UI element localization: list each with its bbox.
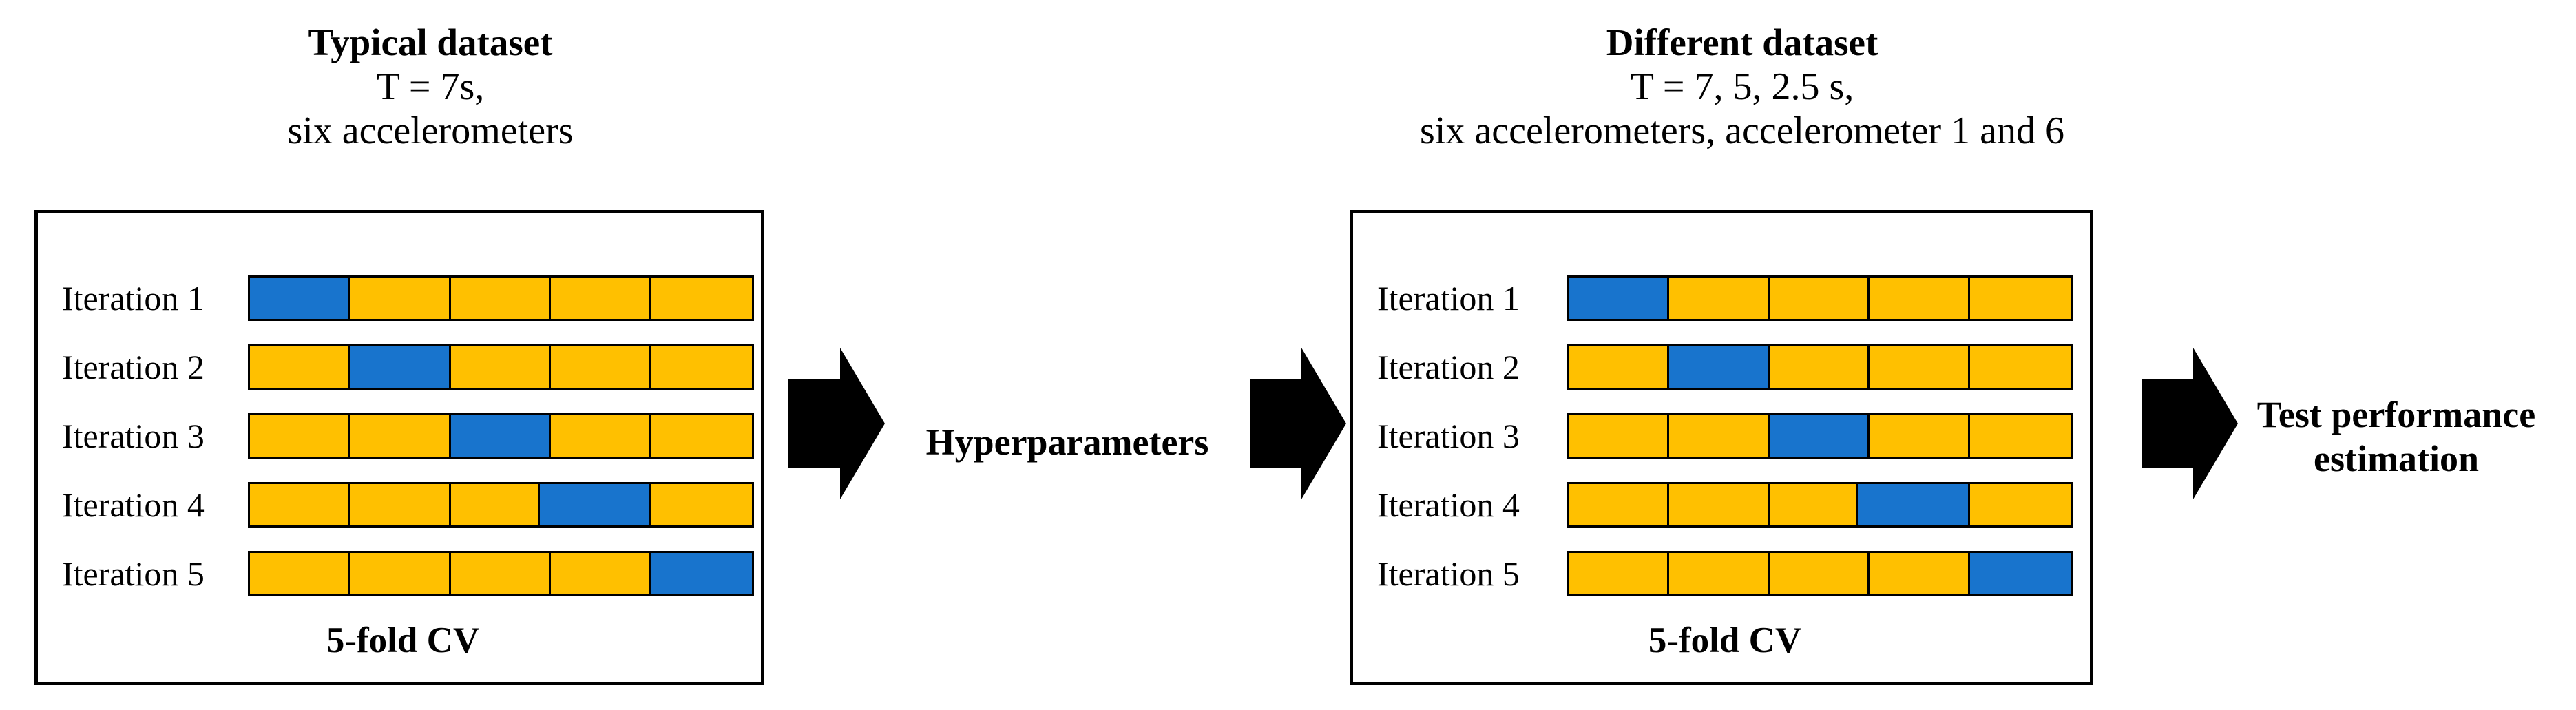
iteration-label: Iteration 3 — [1377, 417, 1520, 455]
train-fold — [1569, 415, 1669, 457]
fold-bar — [248, 413, 754, 459]
train-fold — [1769, 278, 1870, 319]
train-fold — [1668, 415, 1770, 457]
fold-bar — [248, 344, 754, 390]
fold-bar — [248, 482, 754, 528]
fold-bar — [248, 551, 754, 596]
train-fold — [1769, 553, 1870, 594]
train-fold — [551, 415, 652, 457]
right-cv-panel: Iteration 1 Iteration 2 Iteration 3 Iterati… — [1350, 210, 2093, 685]
train-fold — [1569, 484, 1669, 525]
right-title: Different dataset — [1606, 21, 1878, 63]
train-fold — [1870, 278, 1971, 319]
train-fold — [651, 346, 752, 388]
arrow-right-icon — [2142, 348, 2238, 499]
train-fold — [551, 278, 652, 319]
train-fold — [250, 346, 350, 388]
train-fold — [651, 278, 752, 319]
iteration-label: Iteration 5 — [1377, 554, 1520, 593]
test-fold — [1858, 484, 1971, 525]
train-fold — [250, 553, 350, 594]
train-fold — [1668, 484, 1770, 525]
train-fold — [1569, 346, 1669, 388]
left-header: Typical dataset T = 7s, six acceleromete… — [0, 21, 861, 153]
train-fold — [350, 415, 451, 457]
train-fold — [1668, 553, 1770, 594]
test-fold — [450, 415, 552, 457]
train-fold — [1970, 415, 2071, 457]
train-fold — [1970, 278, 2071, 319]
iteration-label: Iteration 4 — [62, 485, 205, 524]
test-fold — [1668, 346, 1770, 388]
iteration-label: Iteration 1 — [62, 279, 205, 317]
train-fold — [1870, 553, 1971, 594]
train-fold — [1668, 278, 1770, 319]
right-subtitle-line2: six accelerometers, accelerometer 1 and … — [1420, 109, 2064, 152]
train-fold — [350, 278, 451, 319]
train-fold — [250, 484, 350, 525]
left-cv-label: 5-fold CV — [326, 620, 480, 660]
iteration-label: Iteration 1 — [1377, 279, 1520, 317]
output-line1: Test performance — [2256, 394, 2536, 435]
test-performance-label: Test performance estimation — [2238, 393, 2555, 481]
right-subtitle-line1: T = 7, 5, 2.5 s, — [1630, 65, 1854, 108]
train-fold — [1870, 415, 1971, 457]
iteration-label: Iteration 3 — [62, 417, 205, 455]
output-line2: estimation — [2314, 438, 2479, 479]
test-fold — [1970, 553, 2071, 594]
test-fold — [350, 346, 451, 388]
train-fold — [450, 346, 552, 388]
train-fold — [1769, 484, 1858, 525]
train-fold — [250, 415, 350, 457]
right-cv-label: 5-fold CV — [1648, 620, 1802, 660]
train-fold — [350, 553, 451, 594]
train-fold — [1970, 484, 2071, 525]
test-fold — [1569, 278, 1669, 319]
train-fold — [651, 484, 752, 525]
test-fold — [539, 484, 652, 525]
train-fold — [1769, 346, 1870, 388]
test-fold — [651, 553, 752, 594]
train-fold — [350, 484, 451, 525]
arrow-right-icon — [788, 348, 885, 499]
iteration-label: Iteration 2 — [62, 348, 205, 386]
fold-bar — [1567, 413, 2073, 459]
fold-bar — [248, 275, 754, 321]
train-fold — [1569, 553, 1669, 594]
train-fold — [551, 346, 652, 388]
left-subtitle-line1: T = 7s, — [376, 65, 485, 108]
iteration-label: Iteration 2 — [1377, 348, 1520, 386]
train-fold — [450, 553, 552, 594]
train-fold — [450, 484, 540, 525]
left-title: Typical dataset — [308, 21, 553, 63]
fold-bar — [1567, 551, 2073, 596]
train-fold — [651, 415, 752, 457]
test-fold — [250, 278, 350, 319]
fold-bar — [1567, 344, 2073, 390]
train-fold — [1870, 346, 1971, 388]
hyperparameters-label: Hyperparameters — [925, 421, 1209, 463]
fold-bar — [1567, 482, 2073, 528]
right-header: Different dataset T = 7, 5, 2.5 s, six a… — [1295, 21, 2190, 153]
train-fold — [1970, 346, 2071, 388]
left-cv-panel: Iteration 1 Iteration 2 Iteration 3 Iterati… — [34, 210, 764, 685]
train-fold — [551, 553, 652, 594]
train-fold — [450, 278, 552, 319]
arrow-right-icon — [1250, 348, 1346, 499]
iteration-label: Iteration 5 — [62, 554, 205, 593]
iteration-label: Iteration 4 — [1377, 485, 1520, 524]
test-fold — [1769, 415, 1870, 457]
fold-bar — [1567, 275, 2073, 321]
left-subtitle-line2: six accelerometers — [287, 109, 574, 152]
